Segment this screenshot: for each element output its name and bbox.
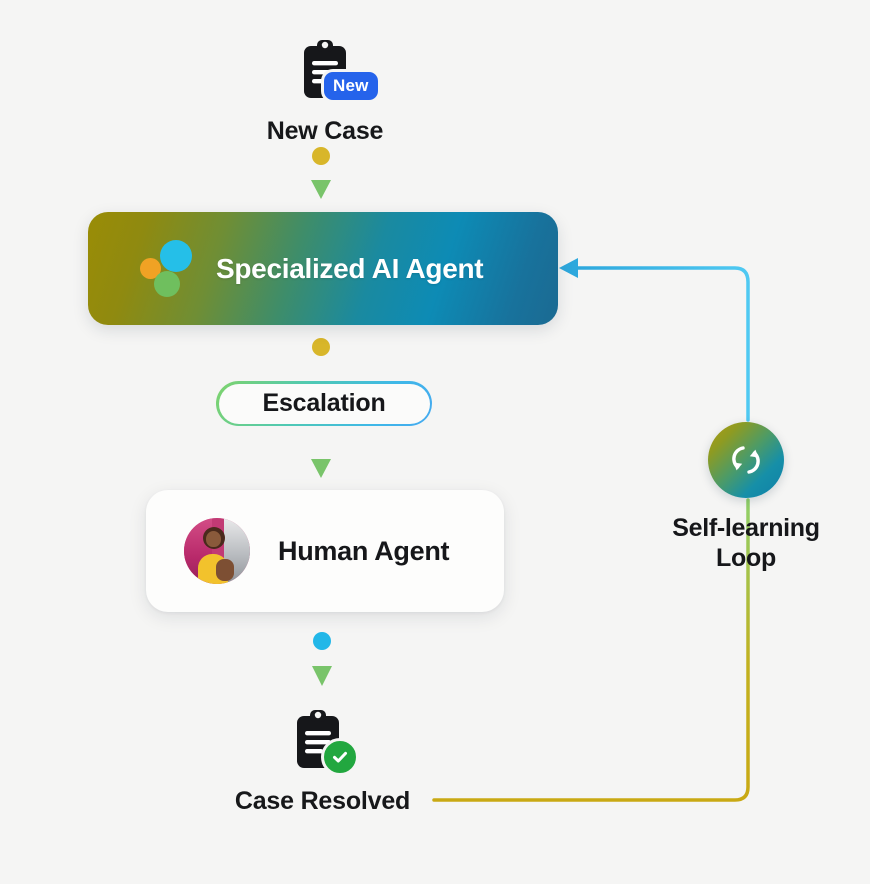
avatar xyxy=(184,518,250,584)
node-new-case[interactable]: New New Case xyxy=(235,36,415,146)
status-badge-new: New xyxy=(324,72,378,100)
clipboard-icon: New xyxy=(290,36,378,106)
node-escalation[interactable]: Escalation xyxy=(216,381,432,426)
escalation-inner: Escalation xyxy=(218,383,430,424)
avatar-arm xyxy=(215,558,234,581)
node-label-escalation: Escalation xyxy=(262,389,386,417)
three-dots-icon xyxy=(140,238,202,298)
wire-loop-to-ai-agent xyxy=(559,258,750,422)
wire-human-agent-to-case-resolved xyxy=(312,632,332,686)
refresh-loop-icon xyxy=(708,422,784,498)
clipboard-check-icon xyxy=(285,706,361,776)
dot-green xyxy=(154,271,180,297)
node-label-new-case: New Case xyxy=(266,117,384,145)
dot-cyan xyxy=(160,240,192,272)
node-label-specialized-ai-agent: Specialized AI Agent xyxy=(216,252,484,284)
wire-ai-agent-to-escalation xyxy=(312,338,330,381)
wire-new-case-to-ai-agent xyxy=(311,147,331,199)
avatar-face xyxy=(205,531,221,548)
wire-escalation-to-human-agent xyxy=(311,426,331,478)
loop-label-line2: Loop xyxy=(716,543,776,572)
node-self-learning-loop[interactable]: Self-learning Loop xyxy=(640,422,852,573)
node-human-agent[interactable]: Human Agent xyxy=(146,490,504,612)
check-icon xyxy=(320,738,359,776)
node-label-self-learning-loop: Self-learning Loop xyxy=(640,514,852,573)
node-case-resolved[interactable]: Case Resolved xyxy=(215,706,430,816)
node-specialized-ai-agent[interactable]: Specialized AI Agent xyxy=(88,212,558,325)
dot-orange xyxy=(140,258,161,279)
node-label-case-resolved: Case Resolved xyxy=(234,787,411,815)
node-label-human-agent: Human Agent xyxy=(278,535,450,566)
loop-label-line1: Self-learning xyxy=(672,514,820,542)
